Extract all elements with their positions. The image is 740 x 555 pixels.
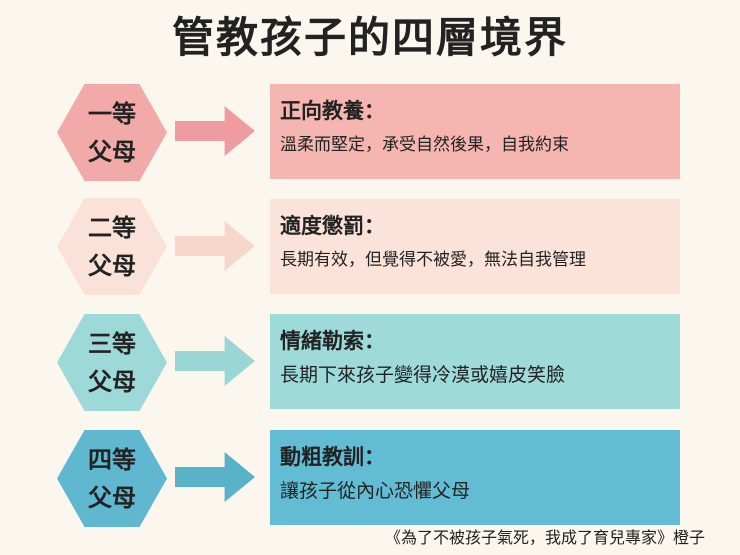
level-3-box: 情緒勒索： 長期下來孩子變得冷漠或嬉皮笑臉 xyxy=(270,314,680,409)
level-1-box: 正向教養： 溫柔而堅定，承受自然後果，自我約束 xyxy=(270,84,680,179)
level-4-heading: 動粗教訓： xyxy=(280,445,385,469)
level-4-rank-bottom: 父母 xyxy=(88,483,136,512)
level-2-description: 長期有效，但覺得不被愛，無法自我管理 xyxy=(280,250,586,270)
level-1-arrow xyxy=(175,106,255,156)
level-3-rank-top: 三等 xyxy=(88,329,136,358)
level-2-rank-top: 二等 xyxy=(88,213,136,242)
level-2-box: 適度懲罰： 長期有效，但覺得不被愛，無法自我管理 xyxy=(270,199,680,294)
level-2-rank-bottom: 父母 xyxy=(88,251,136,280)
level-2-heading: 適度懲罰： xyxy=(280,214,385,238)
level-3-rank: 三等 父母 xyxy=(57,314,167,411)
level-3-rank-bottom: 父母 xyxy=(88,367,136,396)
level-4-rank: 四等 父母 xyxy=(57,430,167,527)
level-4-arrow xyxy=(175,452,255,502)
level-1-rank-top: 一等 xyxy=(88,99,136,128)
level-1-rank-bottom: 父母 xyxy=(88,137,136,166)
level-4-description: 讓孩子從內心恐懼父母 xyxy=(280,480,471,502)
level-3-arrow xyxy=(175,336,255,386)
level-1-rank: 一等 父母 xyxy=(57,84,167,181)
level-3-description: 長期下來孩子變得冷漠或嬉皮笑臉 xyxy=(280,364,566,386)
source-credit: 《為了不被孩子氣死，我成了育兒專家》橙子 xyxy=(384,528,705,547)
page-title: 管教孩子的四層境界 xyxy=(171,13,568,62)
level-3-heading: 情緒勒索： xyxy=(280,329,385,353)
level-2-arrow xyxy=(175,221,255,271)
level-2-rank: 二等 父母 xyxy=(57,198,167,295)
level-4-box: 動粗教訓： 讓孩子從內心恐懼父母 xyxy=(270,430,680,525)
level-4-rank-top: 四等 xyxy=(88,445,136,474)
level-1-description: 溫柔而堅定，承受自然後果，自我約束 xyxy=(280,135,569,155)
level-1-heading: 正向教養： xyxy=(280,99,385,123)
